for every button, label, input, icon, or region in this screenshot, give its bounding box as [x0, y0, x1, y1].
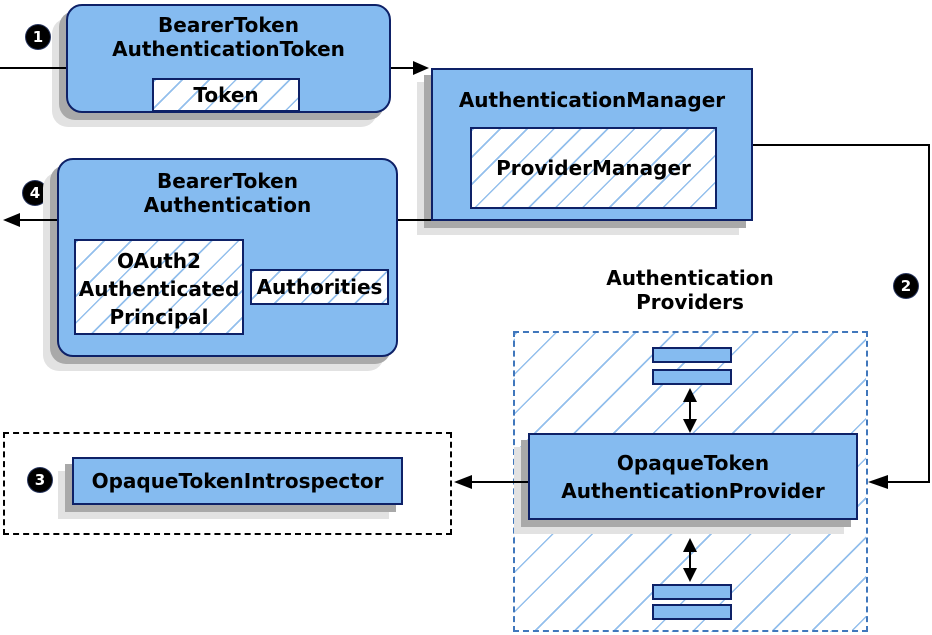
oauth2-authenticated-principal-sub-box: OAuth2 Authenticated Principal	[74, 239, 244, 335]
authorities-sub-box: Authorities	[250, 269, 389, 305]
provider-list-bar-bottom-2	[652, 604, 732, 620]
principal-line3: Principal	[109, 305, 209, 329]
flow-arrowhead-manager-to-provider	[868, 475, 888, 489]
opaque-token-authentication-provider-line2: AuthenticationProvider	[561, 479, 825, 503]
opaque-token-authentication-provider-line1: OpaqueToken	[616, 451, 770, 475]
flow-arrowhead-token-to-manager	[413, 61, 429, 75]
opaque-token-introspector-node: OpaqueTokenIntrospector	[72, 457, 403, 505]
flow-arrowhead-provider-to-introspector	[454, 475, 472, 489]
authentication-manager-node: AuthenticationManager ProviderManager	[431, 68, 753, 221]
token-sub-box: Token	[152, 78, 300, 112]
step-3-badge: 3	[28, 468, 52, 492]
step-1-badge: 1	[26, 25, 50, 49]
flow-arrowhead-authentication-out	[3, 213, 20, 227]
authentication-manager-title: AuthenticationManager	[458, 88, 726, 112]
authentication-providers-label-line1: Authentication	[606, 266, 774, 290]
opaque-token-authentication-provider-node: OpaqueToken AuthenticationProvider	[528, 433, 858, 520]
principal-line1: OAuth2	[117, 249, 201, 273]
introspector-container	[3, 432, 452, 535]
bearer-token-authentication-token-title-line2: AuthenticationToken	[112, 37, 345, 61]
provider-manager-sub-box: ProviderManager	[470, 127, 717, 209]
bearer-token-authentication-token-node: BearerToken AuthenticationToken Token	[66, 4, 391, 113]
bearer-token-authentication-node: BearerToken Authentication OAuth2 Authen…	[57, 158, 398, 357]
provider-list-bar-top-2	[652, 369, 732, 385]
bearer-token-authentication-title-line1: BearerToken	[157, 169, 298, 193]
step-2-badge: 2	[894, 274, 918, 298]
step-4-badge: 4	[23, 181, 47, 205]
principal-line2: Authenticated	[78, 277, 240, 301]
provider-list-bar-top-1	[652, 347, 732, 363]
provider-list-bar-bottom-1	[652, 584, 732, 600]
authentication-providers-label: Authentication Providers	[565, 266, 815, 314]
bearer-token-authentication-token-title-line1: BearerToken	[158, 13, 299, 37]
authentication-providers-label-line2: Providers	[636, 290, 744, 314]
bearer-token-authentication-title-line2: Authentication	[143, 193, 312, 217]
